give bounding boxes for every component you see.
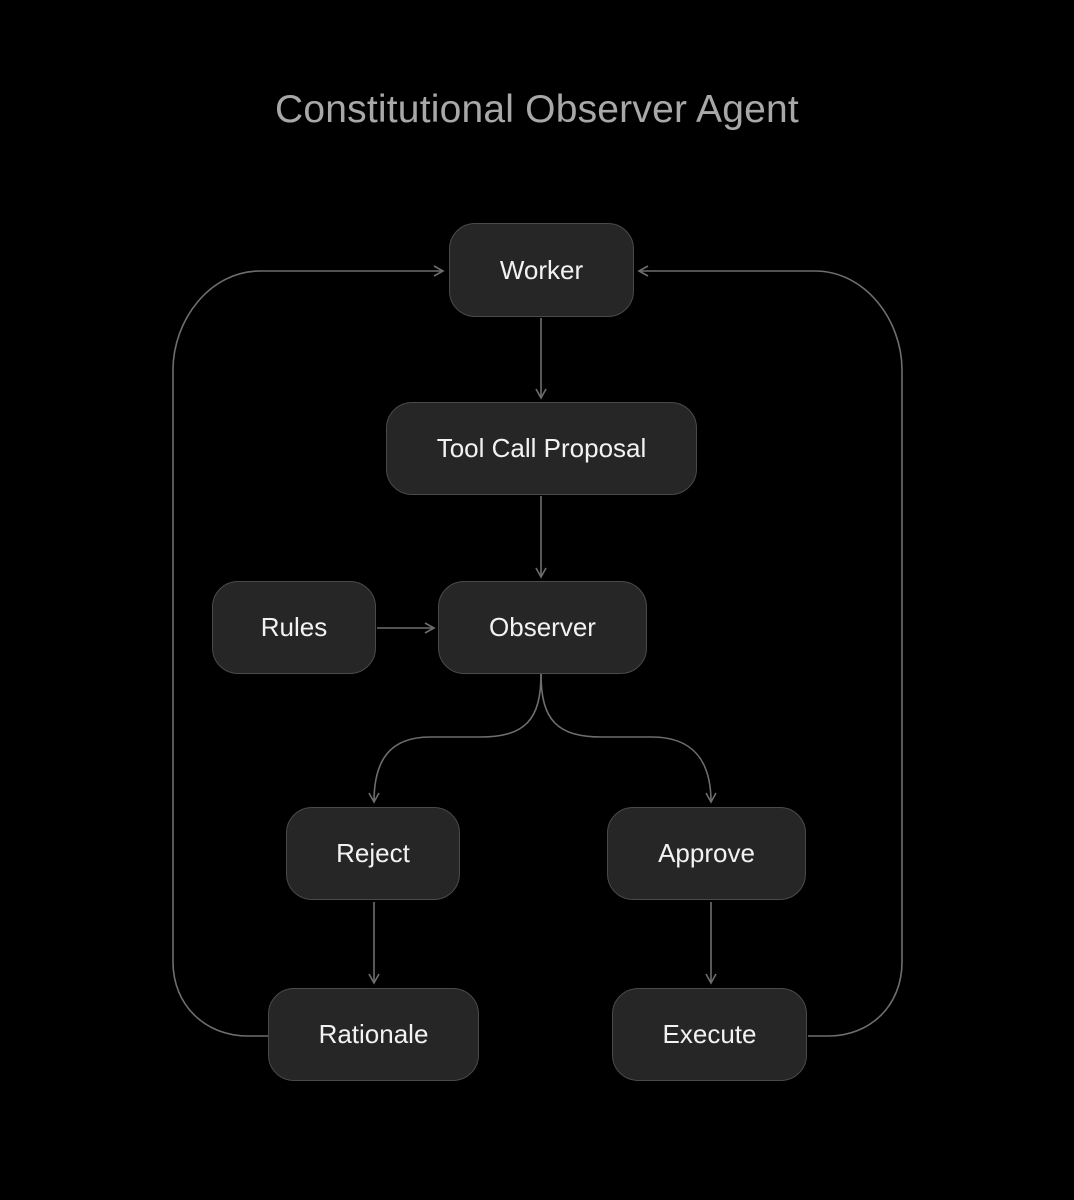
edge-observer-to-reject xyxy=(368,673,542,804)
node-worker: Worker xyxy=(449,223,634,317)
node-observer: Observer xyxy=(438,581,647,674)
node-rules: Rules xyxy=(212,581,376,674)
node-reject: Reject xyxy=(286,807,460,900)
node-rationale: Rationale xyxy=(268,988,479,1081)
edge-execute-to-worker xyxy=(637,265,903,1037)
node-execute: Execute xyxy=(612,988,807,1081)
node-tool-call-proposal: Tool Call Proposal xyxy=(386,402,697,495)
edge-observer-to-approve xyxy=(540,673,717,804)
edge-rationale-to-worker xyxy=(172,265,445,1037)
node-approve: Approve xyxy=(607,807,806,900)
diagram-title: Constitutional Observer Agent xyxy=(275,88,799,131)
